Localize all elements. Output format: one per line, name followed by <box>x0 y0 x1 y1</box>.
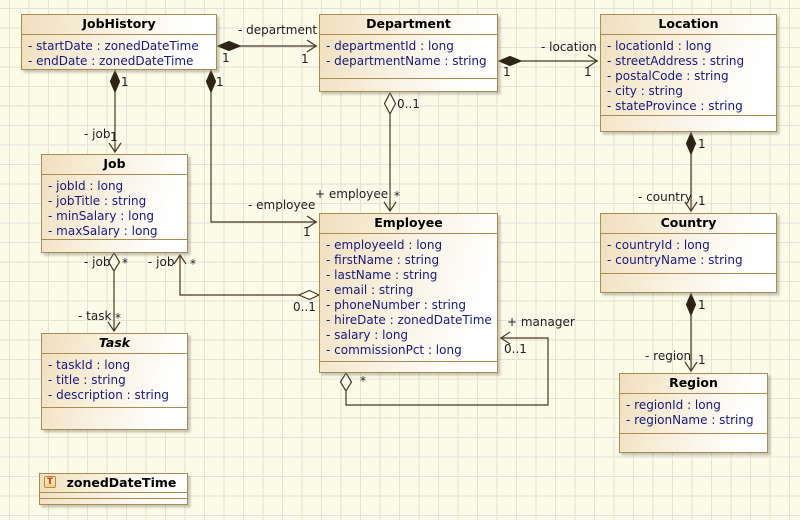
multiplicity-label: 1 <box>110 130 118 144</box>
class-attributes: - startDate : zonedDateTime - endDate : … <box>22 35 216 69</box>
class-title: Country <box>601 214 776 234</box>
role-label: - location <box>541 40 597 54</box>
class-task[interactable]: Task - taskId : long - title : string - … <box>41 333 188 430</box>
attribute: - endDate : zonedDateTime <box>28 54 194 68</box>
attribute: - commissionPct : long <box>326 343 462 357</box>
class-attributes: - regionId : long - regionName : string <box>620 394 767 433</box>
class-attributes: - departmentId : long - departmentName :… <box>320 35 497 78</box>
class-department[interactable]: Department - departmentId : long - depar… <box>319 14 498 92</box>
attribute: - countryId : long <box>607 238 710 252</box>
attribute: - departmentName : string <box>326 54 487 68</box>
attribute: - locationId : long <box>607 39 712 53</box>
class-attributes: - taskId : long - title : string - descr… <box>42 354 187 407</box>
role-label: - department <box>238 23 318 37</box>
role-label: + manager <box>507 315 575 329</box>
class-attributes: - countryId : long - countryName : strin… <box>601 234 776 273</box>
multiplicity-label: 1 <box>698 194 706 208</box>
attribute: - lastName : string <box>326 268 438 282</box>
datatype-row <box>40 492 187 498</box>
multiplicity-label: 1 <box>303 225 311 239</box>
role-label: - region <box>645 349 692 363</box>
attribute: - startDate : zonedDateTime <box>28 39 199 53</box>
multiplicity-label: * <box>115 311 121 325</box>
class-operations <box>320 361 497 372</box>
attribute: - jobId : long <box>48 179 124 193</box>
attribute: - regionId : long <box>626 398 721 412</box>
attribute: - employeeId : long <box>326 238 443 252</box>
class-attributes: - employeeId : long - firstName : string… <box>320 234 497 361</box>
class-attributes: - locationId : long - streetAddress : st… <box>601 35 776 115</box>
role-label: - job <box>84 127 111 141</box>
attribute: - phoneNumber : string <box>326 298 467 312</box>
multiplicity-label: 1 <box>698 298 706 312</box>
multiplicity-label: 1 <box>698 353 706 367</box>
datatype-row <box>40 498 187 504</box>
role-label: - job <box>84 255 111 269</box>
datatype-zoneddatetime[interactable]: T zonedDateTime <box>39 473 188 505</box>
role-label: - task <box>78 309 112 323</box>
attribute: - description : string <box>48 388 169 402</box>
class-employee[interactable]: Employee - employeeId : long - firstName… <box>319 213 498 373</box>
class-operations <box>601 115 776 131</box>
multiplicity-label: * <box>394 189 400 203</box>
multiplicity-label: 1 <box>698 137 706 151</box>
datatype-icon: T <box>44 476 56 488</box>
class-title: Job <box>42 155 187 175</box>
attribute: - departmentId : long <box>326 39 454 53</box>
attribute: - firstName : string <box>326 253 440 267</box>
multiplicity-label: 1 <box>216 75 224 89</box>
multiplicity-label: 1 <box>222 51 230 65</box>
attribute: - hireDate : zonedDateTime <box>326 313 492 327</box>
role-label: - country <box>638 190 693 204</box>
class-country[interactable]: Country - countryId : long - countryName… <box>600 213 777 293</box>
attribute: - countryName : string <box>607 253 743 267</box>
multiplicity-label: 0..1 <box>504 342 527 356</box>
role-label: - employee <box>248 198 316 212</box>
class-operations <box>601 273 776 292</box>
class-title: Department <box>320 15 497 35</box>
datatype-title: T zonedDateTime <box>40 474 187 492</box>
attribute: - city : string <box>607 84 684 98</box>
multiplicity-label: * <box>360 374 366 388</box>
attribute: - maxSalary : long <box>48 224 158 238</box>
role-label: + employee <box>315 187 389 201</box>
multiplicity-label: 0..1 <box>397 97 420 111</box>
multiplicity-label: 1 <box>584 65 592 79</box>
class-title: Location <box>601 15 776 35</box>
class-jobhistory[interactable]: JobHistory - startDate : zonedDateTime -… <box>21 14 217 70</box>
class-operations <box>620 433 767 452</box>
attribute: - salary : long <box>326 328 409 342</box>
multiplicity-label: * <box>190 257 196 271</box>
class-title: Task <box>42 334 187 354</box>
class-job[interactable]: Job - jobId : long - jobTitle : string -… <box>41 154 188 253</box>
class-operations <box>320 78 497 91</box>
multiplicity-label: * <box>122 256 128 270</box>
attribute: - regionName : string <box>626 413 754 427</box>
attribute: - stateProvince : string <box>607 99 743 113</box>
class-title: Region <box>620 374 767 394</box>
class-operations <box>42 239 187 252</box>
class-location[interactable]: Location - locationId : long - streetAdd… <box>600 14 777 132</box>
class-attributes: - jobId : long - jobTitle : string - min… <box>42 175 187 239</box>
attribute: - title : string <box>48 373 126 387</box>
class-region[interactable]: Region - regionId : long - regionName : … <box>619 373 768 453</box>
multiplicity-label: 1 <box>121 75 129 89</box>
connector-jobhistory-department[interactable] <box>216 39 318 53</box>
multiplicity-label: 0..1 <box>293 300 316 314</box>
role-label: - job <box>148 255 175 269</box>
multiplicity-label: 1 <box>503 65 511 79</box>
class-title: JobHistory <box>22 15 216 35</box>
attribute: - email : string <box>326 283 414 297</box>
datatype-name: zonedDateTime <box>66 475 177 490</box>
attribute: - streetAddress : string <box>607 54 745 68</box>
attribute: - minSalary : long <box>48 209 155 223</box>
attribute: - jobTitle : string <box>48 194 147 208</box>
multiplicity-label: 1 <box>301 52 309 66</box>
class-title: Employee <box>320 214 497 234</box>
attribute: - taskId : long <box>48 358 131 372</box>
class-operations <box>42 407 187 429</box>
attribute: - postalCode : string <box>607 69 729 83</box>
